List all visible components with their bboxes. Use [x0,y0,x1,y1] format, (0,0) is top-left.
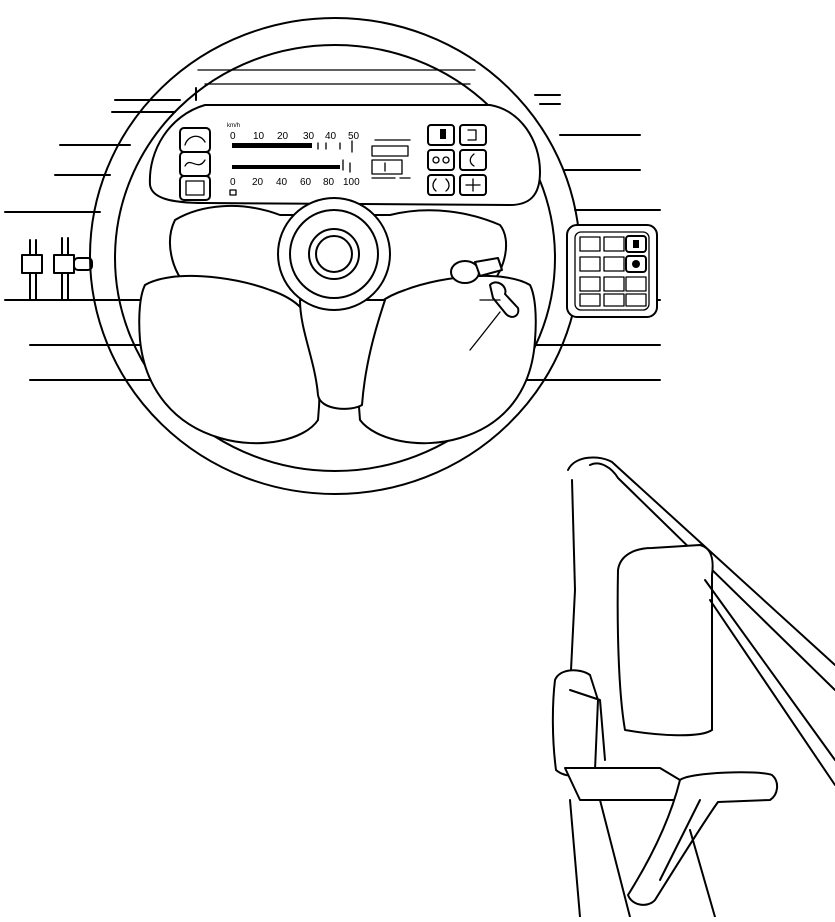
left-spoke [138,274,321,445]
horn-pad [277,197,391,311]
right-switch-panel [566,224,658,318]
instrument-cluster: km/h 0 10 20 30 40 50 0 20 40 60 80 100 [148,69,541,206]
left-stalk-switches [21,237,93,301]
rpm-tick-labels: 0 20 40 60 80 100 [230,177,360,188]
rpm-tick-label: 20 [252,177,264,188]
speed-tick-label: 40 [325,131,337,142]
warning-lamp-3 [179,175,211,201]
seat-side-pad [551,669,599,777]
switch-panel-buttons [579,235,647,307]
cluster-button [459,149,487,171]
speed-tick-label: 50 [348,131,360,142]
panel-button [579,293,601,307]
right-spoke [357,274,537,445]
speed-tick-labels: 0 10 20 30 40 50 [230,131,360,142]
speed-unit-label: km/h [227,123,240,129]
steering-hub [138,197,537,445]
panel-button [625,276,647,292]
panel-button [579,276,601,292]
panel-button [603,256,625,272]
cluster-button [427,174,455,196]
speed-tick-label: 10 [253,131,265,142]
seat-backrest [616,544,714,737]
cluster-button [459,124,487,146]
warning-lamp-1 [179,127,211,153]
panel-button [579,256,601,272]
panel-button [625,293,647,307]
panel-button [603,276,625,292]
speed-tick-label: 30 [303,131,315,142]
rpm-bar [232,165,340,169]
center-spoke [299,299,386,410]
rpm-tick-label: 100 [343,177,360,188]
rpm-tick-label: 60 [300,177,312,188]
speed-tick-label: 20 [277,131,289,142]
panel-button [603,293,625,307]
cluster-button [427,149,455,171]
rpm-tick-label: 80 [323,177,335,188]
left-switch-2 [53,254,75,274]
rpm-tick-label: 40 [276,177,288,188]
left-switch-1 [21,254,43,274]
speed-tick-label: 0 [230,131,236,142]
fuel-icon [229,189,237,196]
panel-button [579,236,601,252]
seat-side-view [551,456,835,918]
panel-button [603,236,625,252]
trip-display [371,139,411,179]
rpm-tick-label: 0 [230,177,236,188]
cluster-right-buttons [427,124,487,196]
speed-bar [232,143,312,148]
ignition-key [450,257,520,351]
